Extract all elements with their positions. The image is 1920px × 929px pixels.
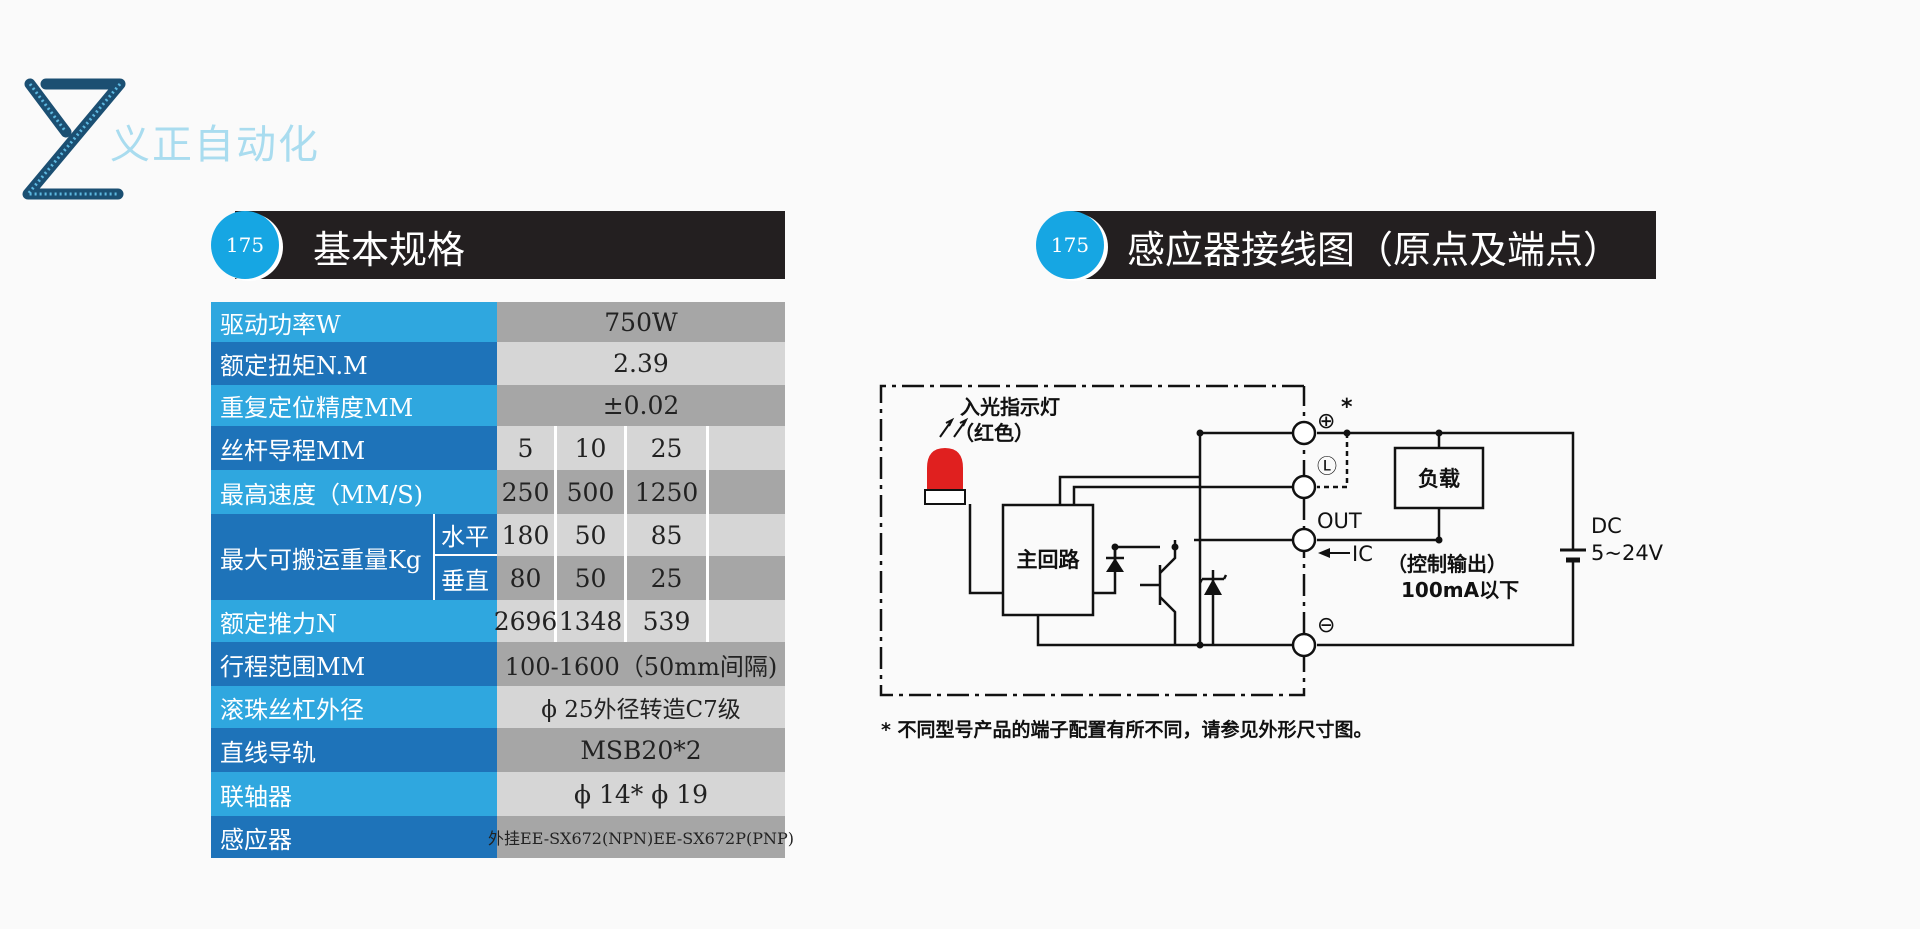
spec-table: 驱动功率W 750W 额定扭矩N.M 2.39 重复定位精度MM ±0.02 丝… (211, 302, 794, 858)
spec-value-ball-screw: ϕ 25外径转造C7级 (497, 686, 785, 728)
minus-mark: ⊖ (1317, 613, 1335, 638)
spec-value-horizontal-empty (709, 514, 785, 556)
spec-label-horizontal: 水平 (435, 514, 497, 556)
spec-label-drive-power: 驱动功率W (211, 302, 497, 342)
specs-title: 基本规格 (313, 228, 466, 272)
spec-label-coupling: 联轴器 (211, 772, 497, 816)
main-circuit-box (1001, 503, 1095, 617)
brand-logo (22, 78, 126, 200)
spec-label-linear-guide: 直线导轨 (211, 728, 497, 772)
load-label: 负载 (1418, 467, 1460, 491)
spec-value-vertical-2: 50 (557, 556, 627, 600)
spec-value-speed-1: 250 (497, 470, 557, 514)
spec-label-rated-thrust: 额定推力N (211, 600, 497, 642)
l-mark: Ⓛ (1317, 454, 1337, 478)
spec-value-lead-2: 10 (557, 426, 627, 470)
sensor-housing (879, 384, 1306, 697)
terminal-l (1291, 474, 1317, 500)
voltage-label: 5~24V (1591, 541, 1664, 565)
diagram-note: * 不同型号产品的端子配置有所不同，请参见外形尺寸图。 (881, 718, 1373, 741)
spec-label-sensor: 感应器 (211, 816, 497, 858)
spec-value-thrust-1: 2696 (494, 600, 557, 642)
spec-value-sensor: 外挂EE-SX672(NPN)EE-SX672P(PNP) (488, 816, 794, 858)
spec-value-drive-power: 750W (497, 302, 785, 342)
spec-value-stroke: 100-1600（50mm间隔) (497, 642, 785, 686)
brand-name: 义正自动化 (110, 122, 320, 168)
spec-value-lead-3: 25 (627, 426, 709, 470)
plus-mark: ⊕ (1317, 409, 1335, 434)
spec-label-vertical: 垂直 (435, 556, 497, 600)
spec-value-speed-2: 500 (557, 470, 627, 514)
spec-label-repeat-accuracy: 重复定位精度MM (211, 385, 497, 426)
spec-value-horizontal-1: 180 (497, 514, 557, 556)
spec-label-ball-screw: 滚珠丝杠外径 (211, 686, 497, 728)
spec-value-horizontal-3: 85 (627, 514, 709, 556)
spec-value-lead-1: 5 (497, 426, 557, 470)
spec-value-vertical-empty (709, 556, 785, 600)
ic-label: IC (1352, 542, 1373, 566)
spec-value-thrust-empty (709, 600, 785, 642)
spec-label-rated-torque: 额定扭矩N.M (211, 342, 497, 385)
control-output-label: （控制输出） (1387, 552, 1507, 576)
spec-label-max-load: 最大可搬运重量Kg (211, 514, 435, 600)
indicator-color: （红色） (954, 421, 1034, 445)
terminal-minus (1291, 632, 1317, 658)
spec-value-speed-empty (709, 470, 785, 514)
indicator-label: 入光指示灯 (960, 395, 1060, 419)
spec-value-coupling: ϕ 14* ϕ 19 (497, 772, 785, 816)
spec-value-vertical-1: 80 (497, 556, 557, 600)
terminal-out (1291, 527, 1317, 553)
spec-value-linear-guide: MSB20*2 (497, 728, 785, 772)
spec-label-lead: 丝杆导程MM (211, 426, 497, 470)
current-label: 100mA以下 (1401, 578, 1519, 602)
spec-value-vertical-3: 25 (627, 556, 709, 600)
dc-label: DC (1591, 514, 1622, 538)
wiring-header: 感应器接线图（原点及端点） (1070, 211, 1656, 279)
spec-value-lead-empty (709, 426, 785, 470)
spec-value-horizontal-2: 50 (557, 514, 627, 556)
wiring-diagram: 入光指示灯 （红色） 主回路 负载 ⊕ * Ⓛ OUT IC ⊖ （控制输出） … (879, 384, 1664, 741)
main-circuit-label: 主回路 (1017, 548, 1081, 572)
spec-value-repeat-accuracy: ±0.02 (497, 385, 785, 426)
spec-value-thrust-2: 1348 (557, 600, 627, 642)
spec-value-thrust-3: 539 (627, 600, 709, 642)
wiring-badge: 175 (1036, 211, 1104, 279)
indicator-lamp (924, 417, 969, 505)
spec-value-rated-torque: 2.39 (497, 342, 785, 385)
asterisk-mark: * (1341, 395, 1353, 420)
wiring-title: 感应器接线图（原点及端点） (1127, 228, 1622, 272)
terminal-plus (1291, 420, 1317, 446)
spec-value-speed-3: 1250 (627, 470, 709, 514)
spec-label-stroke: 行程范围MM (211, 642, 497, 686)
spec-label-max-speed: 最高速度（MM/S) (211, 470, 497, 514)
specs-badge: 175 (211, 211, 279, 279)
specs-header: 基本规格 (235, 211, 785, 279)
out-label: OUT (1317, 509, 1362, 533)
